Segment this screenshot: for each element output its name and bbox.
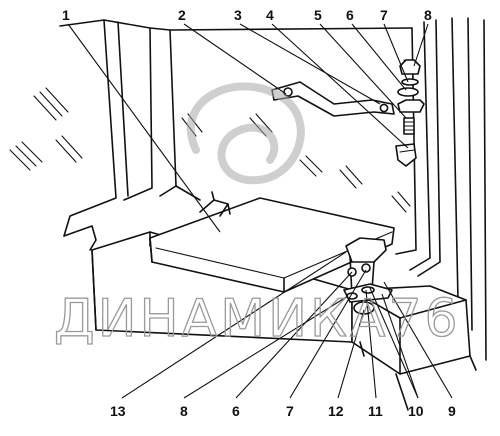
hinge-bracket xyxy=(199,191,231,217)
leader-lines xyxy=(67,23,453,399)
callout-1: 1 xyxy=(62,7,70,23)
lock-mechanism xyxy=(343,237,393,315)
glass-hatch xyxy=(9,59,415,213)
callout-7-top: 7 xyxy=(380,7,388,23)
callout-10: 10 xyxy=(408,403,424,419)
callout-labels: 1 2 3 4 5 6 7 8 13 8 6 7 12 11 10 9 xyxy=(62,7,456,419)
callout-7-bottom: 7 xyxy=(286,403,294,419)
callout-4: 4 xyxy=(266,7,274,23)
watermark-text: ДИНАМИКА76 xyxy=(54,289,461,349)
callout-8-top: 8 xyxy=(424,7,432,23)
callout-13: 13 xyxy=(110,403,126,419)
cabin-window-frame xyxy=(59,17,487,361)
callout-9: 9 xyxy=(448,403,456,419)
callout-2: 2 xyxy=(178,7,186,23)
callout-6-top: 6 xyxy=(346,7,354,23)
callout-11: 11 xyxy=(368,403,383,419)
callout-3: 3 xyxy=(234,7,242,23)
fastener-stack xyxy=(395,59,425,167)
callout-6-bottom: 6 xyxy=(232,403,240,419)
callout-8-bottom: 8 xyxy=(180,403,188,419)
watermark-emblem xyxy=(186,82,305,185)
callout-5: 5 xyxy=(314,7,322,23)
callout-12: 12 xyxy=(328,403,344,419)
